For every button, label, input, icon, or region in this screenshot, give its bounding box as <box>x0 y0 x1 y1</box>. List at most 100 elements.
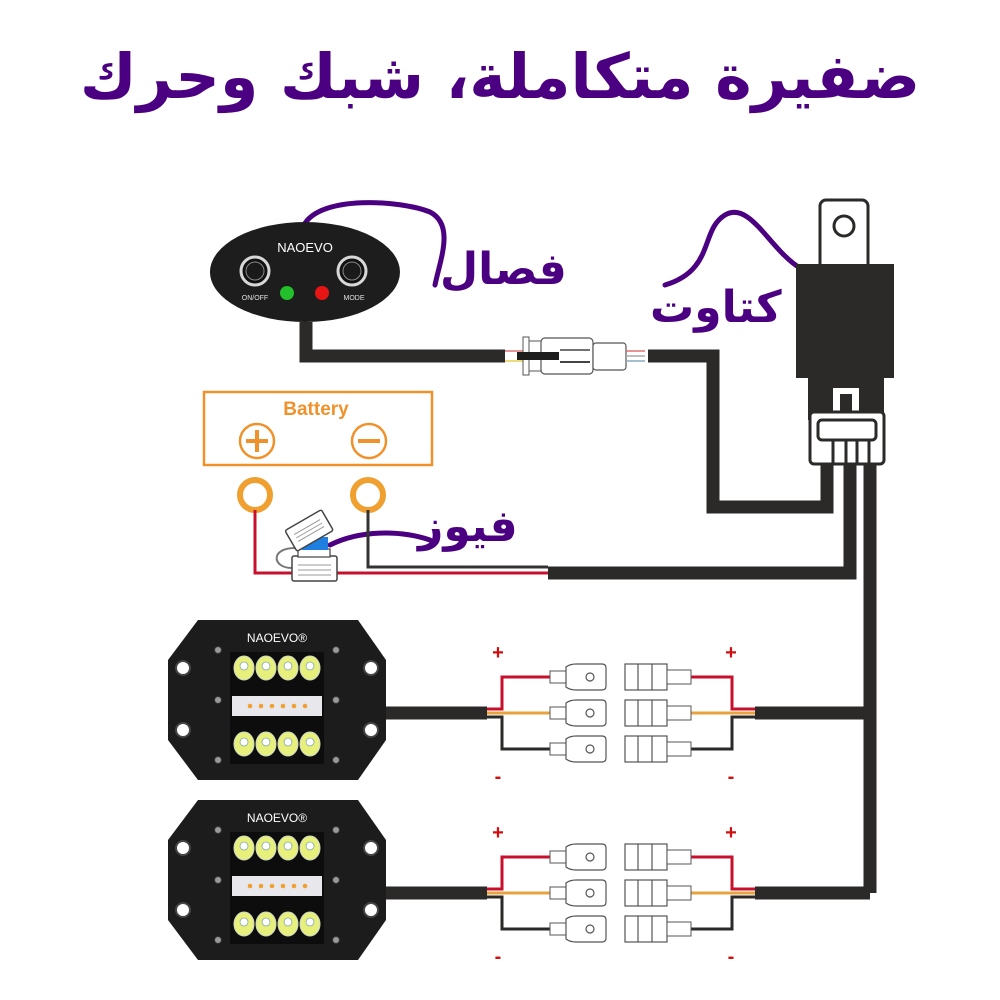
mode-button[interactable] <box>336 255 368 287</box>
onoff-button[interactable] <box>239 255 271 287</box>
screw-icon <box>214 826 222 834</box>
connector-set-1: ++-- <box>487 642 755 788</box>
mount-hole-icon <box>363 660 379 676</box>
left-red-wire <box>487 675 552 711</box>
battery-cable <box>548 465 857 580</box>
connectors-layer: ++--++-- <box>487 642 755 968</box>
onoff-label: ON/OFF <box>242 295 268 302</box>
female-crimp <box>666 705 692 721</box>
female-terminal <box>624 699 668 727</box>
led-chip <box>283 841 293 851</box>
female-crimp <box>666 885 692 901</box>
switch-panel[interactable]: NAOEVO ON/OFF MODE <box>210 222 400 322</box>
light-pod-2: NAOEVO® <box>168 800 386 960</box>
screw-icon <box>332 646 340 654</box>
amber-led <box>269 883 275 889</box>
led-chip <box>283 661 293 671</box>
led-chip <box>239 917 249 927</box>
screw-icon <box>332 826 340 834</box>
light-brand: NAOEVO® <box>247 811 307 825</box>
amber-strip <box>232 696 322 716</box>
black-lead <box>366 510 548 569</box>
led-chip <box>305 661 315 671</box>
spade-hole <box>585 888 595 898</box>
battery-label: Battery <box>283 399 349 420</box>
right-black-wire <box>690 715 755 751</box>
green-indicator-light <box>280 286 294 300</box>
led-chip <box>305 841 315 851</box>
switch-label: فصال <box>440 244 567 295</box>
inline-connector <box>505 336 645 376</box>
battery-negative-terminal-icon <box>350 422 388 460</box>
fuse-label: فيوز <box>418 501 518 552</box>
led-chip <box>283 917 293 927</box>
female-terminal <box>624 843 668 871</box>
amber-led <box>291 883 297 889</box>
amber-led <box>280 883 286 889</box>
led-chip <box>261 737 271 747</box>
right-black-wire <box>690 895 755 931</box>
relay <box>796 198 894 466</box>
left-black-wire <box>487 895 552 931</box>
minus-mark-left: - <box>495 946 502 968</box>
amber-led <box>247 703 253 709</box>
left-black-wire <box>487 715 552 751</box>
spade-crimp <box>549 706 567 720</box>
led-chip <box>261 841 271 851</box>
mount-hole-icon <box>363 840 379 856</box>
female-crimp <box>666 921 692 937</box>
screw-icon <box>214 696 222 704</box>
spade-hole <box>585 852 595 862</box>
amber-strip <box>232 876 322 896</box>
plus-mark-right: + <box>725 642 737 664</box>
red-lead <box>253 510 292 575</box>
switch-to-relay-cable <box>648 349 834 514</box>
screw-icon <box>214 876 222 884</box>
spade-hole <box>585 708 595 718</box>
led-chip <box>283 737 293 747</box>
switch-callout-line <box>301 200 447 288</box>
battery-leads <box>253 510 548 575</box>
amber-led <box>291 703 297 709</box>
led-chip <box>305 917 315 927</box>
amber-led <box>258 703 264 709</box>
spade-hole <box>585 744 595 754</box>
spade-crimp <box>549 850 567 864</box>
minus-mark-left: - <box>495 766 502 788</box>
amber-led <box>280 703 286 709</box>
screw-icon <box>332 876 340 884</box>
light-brand: NAOEVO® <box>247 631 307 645</box>
positive-ring-terminal <box>237 477 273 513</box>
led-chip <box>239 841 249 851</box>
amber-led <box>302 703 308 709</box>
female-crimp <box>666 741 692 757</box>
female-crimp <box>666 849 692 865</box>
spade-crimp <box>549 886 567 900</box>
mount-hole-icon <box>175 902 191 918</box>
harness-wires <box>299 322 877 900</box>
screw-icon <box>214 646 222 654</box>
mount-hole-icon <box>363 902 379 918</box>
spade-hole <box>585 672 595 682</box>
amber-led <box>302 883 308 889</box>
relay-callout-line <box>662 209 803 288</box>
screw-icon <box>214 936 222 944</box>
screw-icon <box>332 756 340 764</box>
led-chip <box>261 917 271 927</box>
red-indicator-light <box>315 286 329 300</box>
female-crimp <box>666 669 692 685</box>
female-terminal <box>624 663 668 691</box>
relay-label: كتاوت <box>650 282 782 333</box>
page-title: ضفيرة متكاملة، شبك وحرك <box>79 40 921 113</box>
amber-led <box>258 883 264 889</box>
female-terminal <box>624 879 668 907</box>
connector-set-2: ++-- <box>487 822 755 968</box>
battery: Battery <box>202 390 434 467</box>
callout-lines <box>301 200 803 548</box>
screw-icon <box>332 936 340 944</box>
negative-ring-terminal <box>350 477 386 513</box>
lights-layer: NAOEVO® NAOEVO® <box>168 620 386 960</box>
female-terminal <box>624 915 668 943</box>
right-red-wire <box>690 675 755 711</box>
